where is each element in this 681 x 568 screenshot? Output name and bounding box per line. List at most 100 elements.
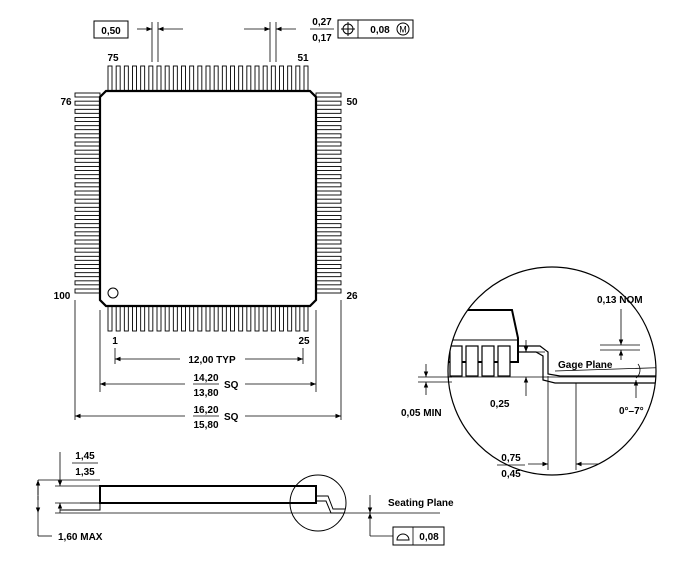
lead-left — [74, 239, 101, 245]
lead-left — [74, 264, 101, 269]
lead-bottom — [115, 305, 121, 332]
lead-bottom — [181, 305, 186, 332]
leads-left — [74, 92, 101, 294]
lead-bottom — [132, 305, 137, 332]
lead-right — [315, 108, 342, 114]
lead-bottom — [205, 305, 211, 332]
nom-label: 0,13 NOM — [597, 295, 643, 306]
side-view: 1,45 1,35 1,60 MAX Seating Plane 0,08 — [35, 451, 454, 546]
body-max: 14,20 — [193, 373, 218, 384]
lead-left — [74, 141, 101, 147]
lead-bottom — [140, 305, 146, 332]
lead-top — [197, 65, 203, 92]
lead-bottom — [189, 305, 195, 332]
lead-width-max: 0,27 — [312, 17, 332, 28]
detail-gage-line — [554, 366, 656, 372]
detail-circle — [447, 266, 657, 476]
lead-bottom — [287, 305, 293, 332]
lead-top — [205, 65, 211, 92]
lead-right — [315, 133, 342, 139]
lead-left — [74, 198, 101, 204]
lead-top — [262, 65, 268, 92]
pitch-value: 0,50 — [101, 26, 121, 37]
detail-lead-profile-top — [518, 345, 656, 377]
flatness-value: 0,08 — [419, 532, 439, 543]
detail-lead-1 — [449, 345, 463, 377]
lead-right — [315, 255, 342, 261]
lead-top — [213, 65, 219, 92]
lead-bottom — [303, 305, 309, 332]
side-lead-right — [316, 495, 345, 510]
lead-top — [230, 65, 235, 92]
lead-top — [172, 65, 178, 92]
leads-right — [315, 92, 342, 294]
overall-max: 16,20 — [193, 405, 218, 416]
lead-left — [74, 100, 101, 106]
typ-dimension: 12,00 TYP — [188, 355, 236, 366]
side-lead-left-outline — [60, 502, 101, 511]
lead-bottom — [213, 305, 219, 332]
lead-left — [74, 288, 101, 294]
lead-bottom — [262, 305, 268, 332]
lead-bottom — [172, 305, 178, 332]
overall-sq: SQ — [224, 412, 239, 423]
total-height: 1,60 MAX — [58, 532, 103, 543]
pin-label-75: 75 — [107, 53, 119, 64]
lead-right — [315, 239, 342, 245]
angle-arc — [635, 363, 641, 379]
lead-right — [315, 198, 342, 204]
lead-bottom — [164, 305, 170, 332]
lead-left — [74, 206, 101, 212]
top-view: 75 51 76 50 100 26 1 25 0,50 0,27 0,17 0… — [54, 17, 414, 431]
lead-left — [74, 157, 101, 163]
lead-right — [315, 247, 342, 253]
min-label: 0,05 MIN — [401, 408, 442, 419]
lead-left — [74, 108, 101, 114]
lead-top — [246, 65, 252, 92]
package-body — [98, 89, 318, 308]
lead-bottom — [123, 305, 129, 332]
leads-top — [107, 65, 309, 92]
lead-left — [74, 280, 101, 286]
lead-top — [181, 65, 186, 92]
lead-left — [74, 247, 101, 253]
lead-top — [115, 65, 121, 92]
lead-right — [315, 288, 342, 294]
lead-top — [123, 65, 129, 92]
lead-left — [74, 174, 101, 180]
gage-height-label: 0,25 — [490, 399, 510, 410]
lead-bottom — [107, 305, 113, 332]
seating-plane-label: Seating Plane — [388, 498, 454, 509]
lead-top — [148, 65, 154, 92]
lead-right — [315, 100, 342, 106]
lead-right — [315, 223, 342, 229]
detail-body-edge — [448, 339, 519, 350]
height-min: 1,35 — [75, 467, 95, 478]
pitch-box — [93, 20, 129, 39]
lead-left — [74, 215, 101, 220]
lead-bottom — [148, 305, 154, 332]
lead-left — [74, 223, 101, 229]
lead-right — [315, 125, 342, 131]
body-min: 13,80 — [193, 388, 218, 399]
lead-width-min: 0,17 — [312, 33, 332, 44]
lead-left — [74, 190, 101, 196]
pin1-marker — [107, 287, 119, 299]
lead-bottom — [295, 305, 301, 332]
lead-bottom — [270, 305, 276, 332]
gage-plane-label: Gage Plane — [558, 360, 613, 371]
body-sq: SQ — [224, 380, 239, 391]
angle-label: 0°–7° — [619, 406, 644, 417]
lead-right — [315, 174, 342, 180]
lead-left — [74, 182, 101, 188]
lead-left — [74, 133, 101, 139]
lead-bottom — [230, 305, 235, 332]
foot-min: 0,45 — [501, 469, 521, 480]
lead-right — [315, 166, 342, 171]
lead-right — [315, 206, 342, 212]
lead-left — [74, 125, 101, 131]
lead-bottom — [221, 305, 227, 332]
foot-max: 0,75 — [501, 453, 521, 464]
pin-label-50: 50 — [346, 97, 358, 108]
detail-lead-4 — [497, 345, 511, 377]
